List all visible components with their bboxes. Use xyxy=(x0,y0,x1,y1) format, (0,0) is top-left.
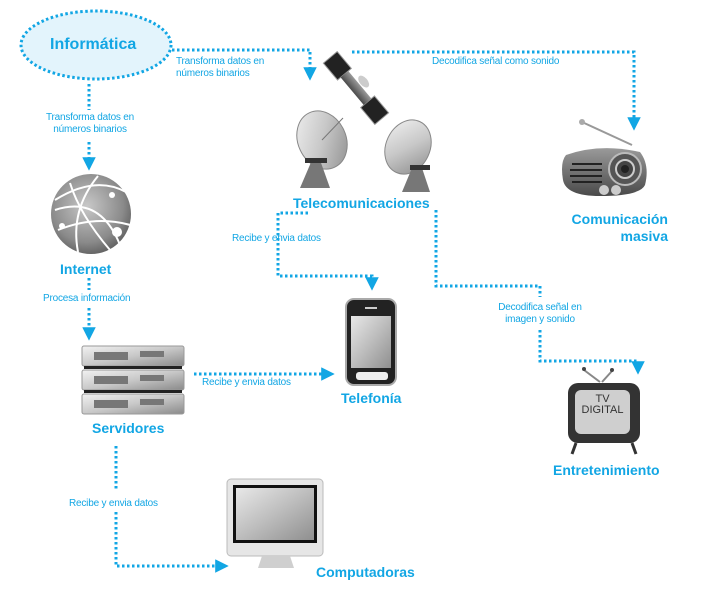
server-rack-icon xyxy=(81,345,185,415)
smartphone-icon xyxy=(345,298,397,386)
node-masiva-label-line2: masiva xyxy=(620,228,668,244)
edge-servidores-computadoras xyxy=(114,446,226,566)
edge-telecom-telefonia xyxy=(276,211,379,291)
edge-telecom-masiva xyxy=(352,50,641,131)
edge-label-line: Transforma datos en xyxy=(176,56,265,67)
satellite-dish-left-icon xyxy=(296,110,348,188)
node-servidores-label: Servidores xyxy=(92,420,165,436)
edge-label-telecom-masiva: Decodifica señal como sonido xyxy=(432,56,560,67)
node-masiva-label-line1: Comunicación xyxy=(571,211,668,227)
edge-label-info-telecom: Transforma datos en números binarios xyxy=(176,56,264,80)
edge-label-telecom-entretenimiento: Decodifica señal en imagen y sonido xyxy=(492,302,588,326)
edge-label-line: números binarios xyxy=(176,68,250,79)
root-node-label: Informática xyxy=(50,36,137,53)
edge-label-line: Decodifica señal en xyxy=(498,302,582,313)
edge-info-telecom xyxy=(172,48,317,81)
root-node-ellipse xyxy=(19,9,173,81)
edge-label-telecom-telefonia: Recibe y envia datos xyxy=(232,233,321,244)
edge-label-info-internet: Transforma datos en números binarios xyxy=(40,112,140,136)
node-computadoras-label: Computadoras xyxy=(316,564,415,580)
tv-screen-text: TV DIGITAL xyxy=(575,394,630,416)
edge-label-servidores-telefonia: Recibe y envia datos xyxy=(202,377,291,388)
satellite-dish-right-icon xyxy=(384,119,432,192)
globe-network-icon xyxy=(51,174,131,254)
edge-label-line: números binarios xyxy=(53,124,127,135)
satellite-icon xyxy=(322,50,390,126)
radio-icon xyxy=(562,119,647,196)
edge-label-servidores-computadoras: Recibe y envia datos xyxy=(69,498,158,509)
node-telefonia-label: Telefonía xyxy=(341,390,402,406)
edge-label-internet-servidores: Procesa información xyxy=(43,293,131,304)
edge-telecom-entretenimiento xyxy=(434,210,638,372)
computer-monitor-icon xyxy=(226,478,324,568)
node-internet-label: Internet xyxy=(60,261,112,277)
edge-label-line: Transforma datos en xyxy=(45,112,135,123)
node-entretenimiento-label: Entretenimiento xyxy=(553,462,660,478)
tv-icon xyxy=(568,367,640,455)
node-telecom-label: Telecomunicaciones xyxy=(293,195,430,211)
tv-screen-line2: DIGITAL xyxy=(581,404,624,416)
edge-label-line: imagen y sonido xyxy=(505,314,575,325)
tv-screen-line1: TV xyxy=(595,393,610,405)
